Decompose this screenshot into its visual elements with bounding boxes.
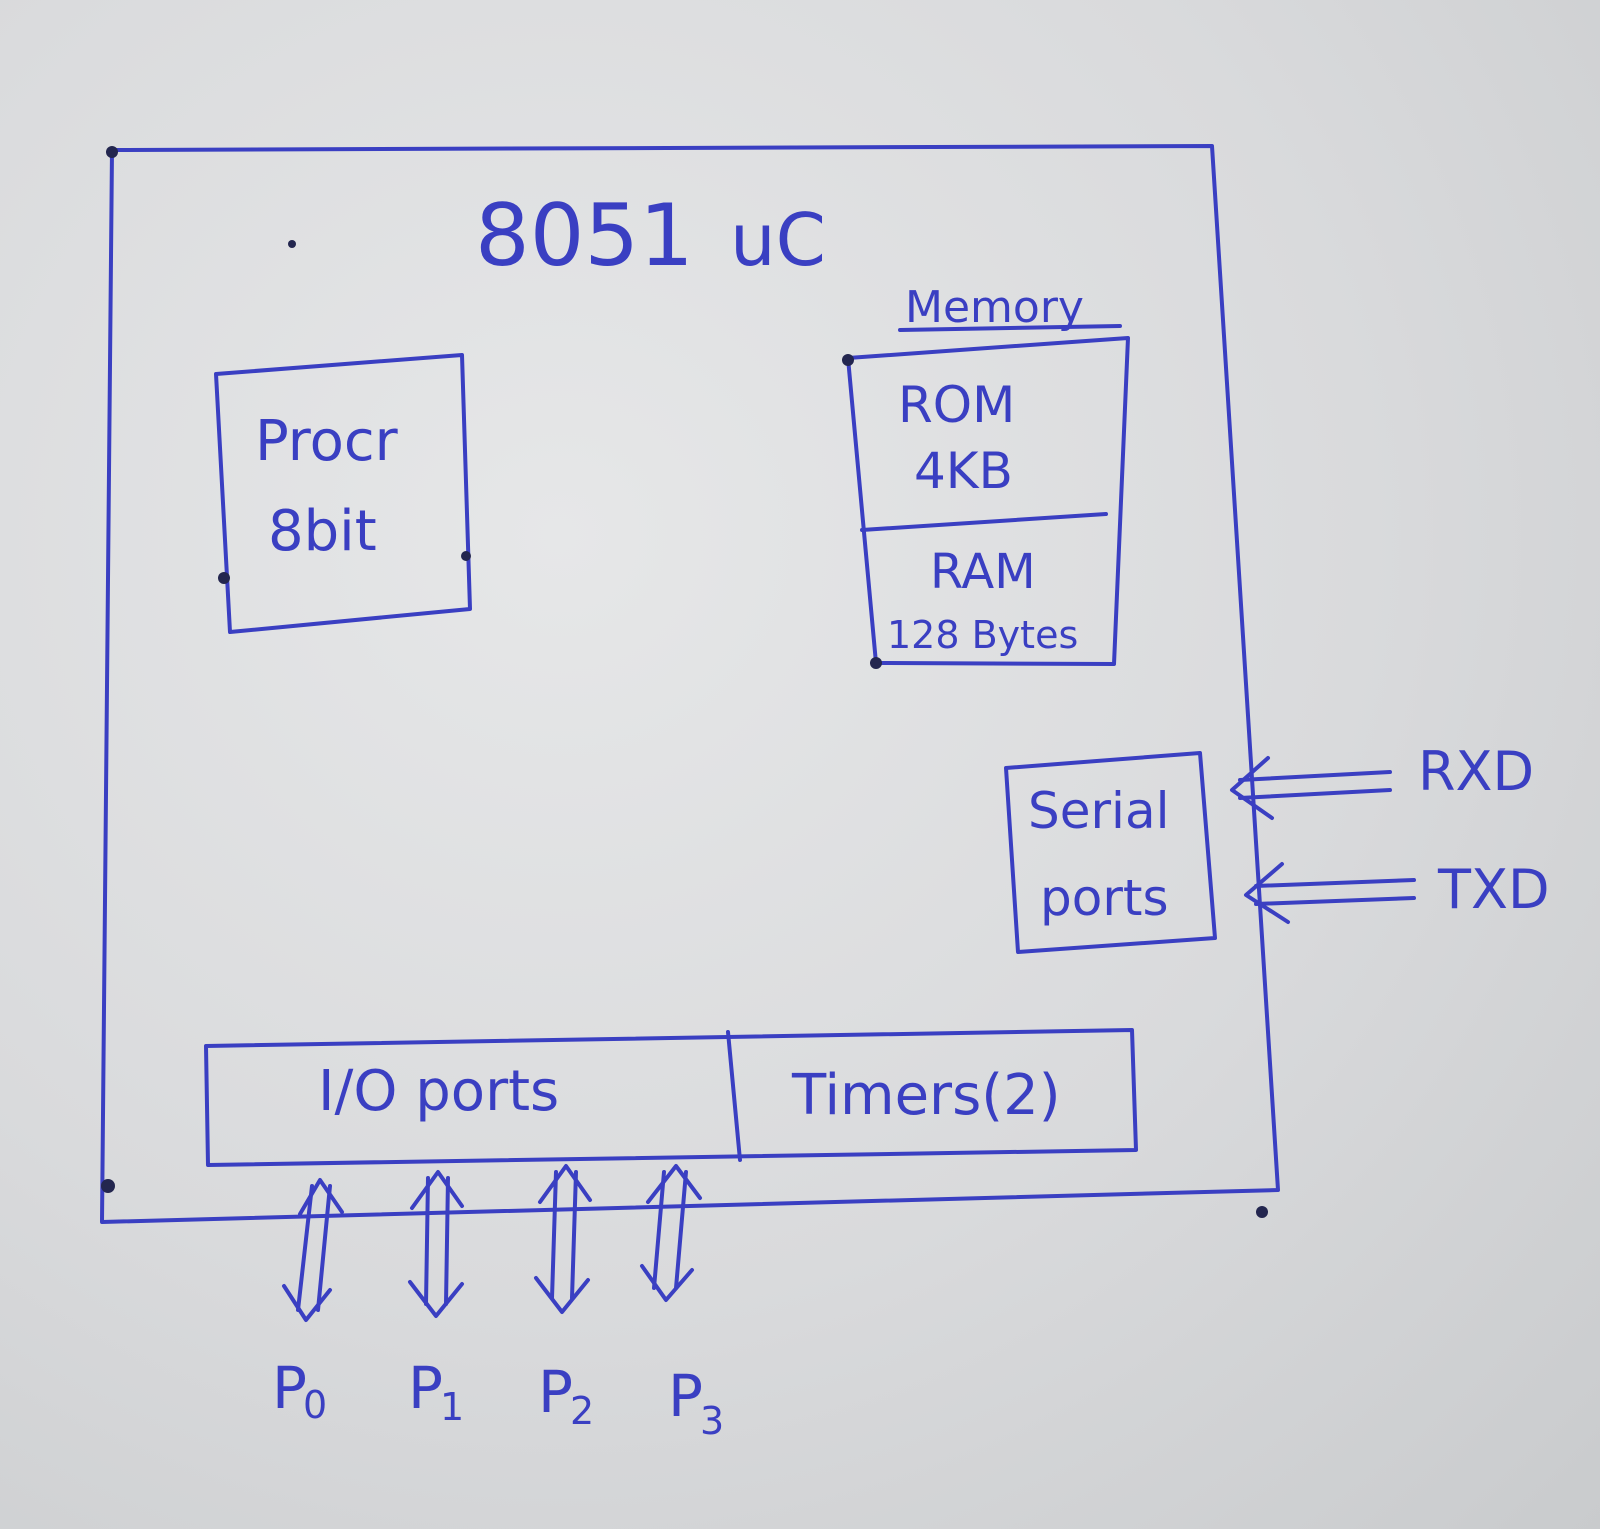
port-arrow-p3 xyxy=(640,1164,702,1302)
svg-text:0: 0 xyxy=(303,1383,327,1427)
memory-block xyxy=(846,336,1130,666)
svg-text:3: 3 xyxy=(700,1399,724,1443)
pen-dots xyxy=(101,146,1268,1218)
rom-label-line1: ROM xyxy=(898,376,1015,434)
port-arrow-p2 xyxy=(534,1164,592,1314)
port-label-p2: P 2 xyxy=(538,1358,594,1433)
memory-heading: Memory xyxy=(905,282,1084,333)
chip-title-unit: uC xyxy=(730,198,826,282)
serial-label-line1: Serial xyxy=(1028,782,1169,840)
svg-text:P: P xyxy=(538,1358,573,1426)
memory-heading-underline xyxy=(898,324,1122,332)
io-timers-divider xyxy=(726,1030,742,1162)
processor-label-line1: Procr xyxy=(255,409,399,474)
rxd-arrow-lower xyxy=(1238,788,1392,800)
txd-label: TXD xyxy=(1437,858,1550,921)
io-timers-block xyxy=(204,1028,1138,1167)
svg-text:P: P xyxy=(408,1354,443,1422)
svg-text:1: 1 xyxy=(440,1385,464,1429)
microcontroller-outline xyxy=(100,144,1280,1224)
serial-ports-block xyxy=(1004,751,1217,954)
chip-title-number: 8051 xyxy=(475,186,694,286)
svg-text:P: P xyxy=(272,1354,307,1422)
io-ports-label: I/O ports xyxy=(318,1059,559,1124)
rxd-label: RXD xyxy=(1418,740,1534,803)
rxd-arrow-upper xyxy=(1238,770,1392,782)
serial-label-line2: ports xyxy=(1040,869,1169,927)
ram-label-line1: RAM xyxy=(930,544,1036,600)
timers-label: Timers(2) xyxy=(791,1063,1061,1128)
txd-arrow-head xyxy=(1244,862,1290,924)
port-label-p3: P 3 xyxy=(668,1362,724,1443)
txd-arrow-lower xyxy=(1254,896,1416,906)
rom-ram-divider xyxy=(860,512,1108,532)
rom-label-line2: 4KB xyxy=(914,442,1013,500)
rxd-arrow-head xyxy=(1230,756,1274,820)
ram-label-line2: 128 Bytes xyxy=(887,613,1078,657)
svg-text:P: P xyxy=(668,1362,703,1430)
txd-arrow-upper xyxy=(1254,878,1416,888)
port-label-p1: P 1 xyxy=(408,1354,464,1429)
svg-text:2: 2 xyxy=(570,1389,594,1433)
port-label-p0: P 0 xyxy=(272,1354,327,1427)
port-arrow-p1 xyxy=(408,1170,464,1318)
processor-label-line2: 8bit xyxy=(268,499,377,564)
processor-block xyxy=(214,353,472,634)
port-arrow-p0 xyxy=(282,1178,344,1322)
